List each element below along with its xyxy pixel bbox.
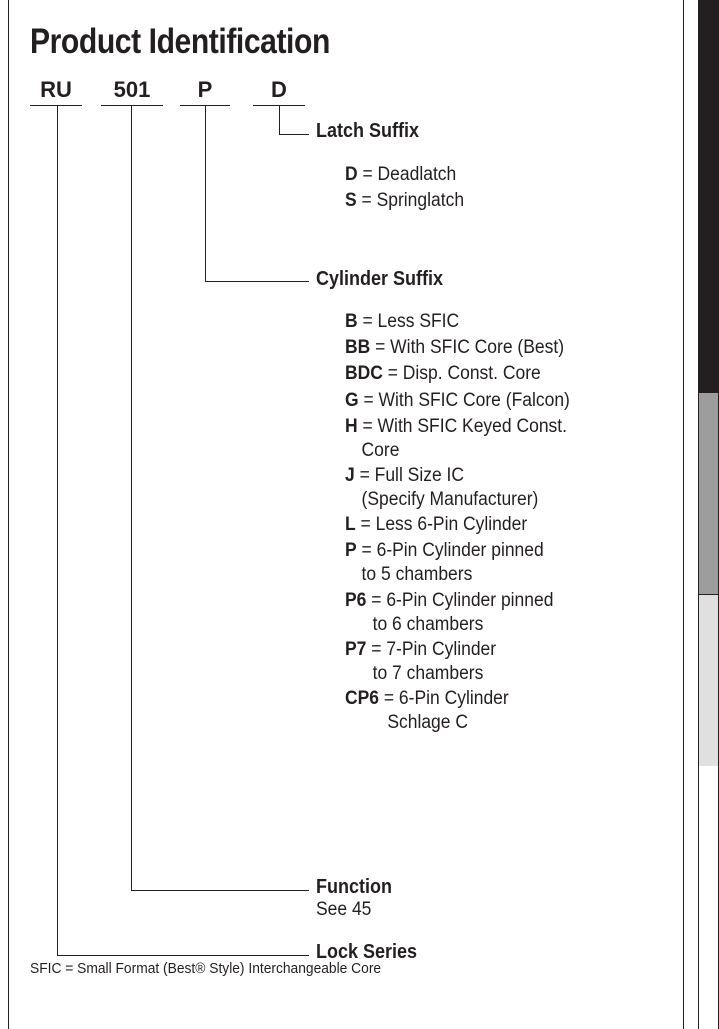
- cylinder-option-bdc: BDC = Disp. Const. Core: [345, 363, 541, 385]
- page-frame: [8, 0, 684, 1029]
- cylinder-option-desc-continued: Core: [361, 439, 400, 461]
- cylinder-option-code: P6: [345, 589, 367, 611]
- function-note: See 45: [316, 899, 372, 920]
- cylinder-connector-horizontal: [205, 281, 309, 282]
- cylinder-option-code: BB: [345, 337, 371, 359]
- code-latch-underline: [253, 105, 305, 106]
- function-connector-horizontal: [131, 890, 309, 891]
- cylinder-option-code: J: [345, 465, 355, 486]
- cylinder-option-desc: 7-Pin Cylinder: [386, 638, 497, 660]
- cylinder-option-desc-continued: to 5 chambers: [361, 564, 473, 586]
- side-band-light: [698, 594, 719, 768]
- page-title: Product Identification: [30, 22, 330, 61]
- cylinder-option-desc-continued: Schlage C: [387, 712, 468, 733]
- cylinder-option-desc: With SFIC Core (Falcon): [378, 389, 570, 411]
- footnote: SFIC = Small Format (Best® Style) Interc…: [30, 960, 382, 977]
- cylinder-option-desc: 6-Pin Cylinder pinned: [376, 540, 544, 562]
- cylinder-option-g: G = With SFIC Core (Falcon): [345, 389, 570, 411]
- cylinder-option-code: BDC: [345, 363, 383, 385]
- function-connector-vertical: [131, 106, 132, 891]
- code-series-underline: [30, 105, 82, 106]
- cylinder-option-code: P7: [345, 638, 367, 660]
- cylinder-option-code: CP6: [345, 688, 380, 709]
- latch-connector-horizontal: [279, 134, 309, 135]
- cylinder-option-b: B = Less SFIC: [345, 311, 460, 332]
- side-band-mid: [698, 392, 719, 596]
- cylinder-connector-vertical: [205, 106, 206, 281]
- side-tab-bar: [698, 0, 719, 1029]
- cylinder-option-desc-continued: to 7 chambers: [372, 662, 484, 684]
- cylinder-option-desc: Disp. Const. Core: [402, 363, 541, 385]
- cylinder-option-code: B: [345, 311, 358, 332]
- latch-connector-vertical: [279, 106, 280, 135]
- cylinder-option-desc-continued: to 6 chambers: [372, 613, 484, 635]
- latch-option-desc: Springlatch: [376, 190, 465, 211]
- cylinder-option-code: L: [345, 514, 356, 536]
- side-band-dark: [698, 0, 719, 394]
- cylinder-option-l: L = Less 6-Pin Cylinder: [345, 514, 528, 536]
- cylinder-option-desc-continued: (Specify Manufacturer): [361, 489, 539, 510]
- cylinder-option-h: H = With SFIC Keyed Const.Core: [345, 415, 567, 461]
- latch-option-d: D = Deadlatch: [345, 164, 457, 185]
- code-function: 501: [113, 77, 151, 102]
- latch-option-s: S = Springlatch: [345, 190, 465, 211]
- series-connector-horizontal: [57, 955, 309, 956]
- side-band-white: [698, 766, 719, 1029]
- lock-series-heading: Lock Series: [316, 941, 418, 963]
- code-cylinder-underline: [180, 105, 230, 106]
- cylinder-option-code: G: [345, 389, 359, 411]
- cylinder-option-j: J = Full Size IC(Specify Manufacturer): [345, 465, 539, 510]
- cylinder-option-desc: Less 6-Pin Cylinder: [375, 514, 528, 536]
- code-function-underline: [101, 105, 163, 106]
- latch-suffix-heading: Latch Suffix: [316, 120, 420, 142]
- cylinder-option-desc: 6-Pin Cylinder: [398, 688, 509, 709]
- latch-option-code: D: [345, 164, 358, 185]
- cylinder-option-desc: With SFIC Keyed Const.: [377, 415, 567, 437]
- series-connector-vertical: [57, 106, 58, 956]
- cylinder-option-desc: 6-Pin Cylinder pinned: [386, 589, 554, 611]
- latch-option-code: S: [345, 190, 357, 211]
- cylinder-option-desc: Less SFIC: [377, 311, 460, 332]
- cylinder-option-desc: Full Size IC: [374, 465, 465, 486]
- cylinder-option-desc: With SFIC Core (Best): [390, 337, 565, 359]
- cylinder-option-code: P: [345, 540, 357, 562]
- cylinder-suffix-heading: Cylinder Suffix: [316, 268, 444, 290]
- cylinder-option-code: H: [345, 415, 358, 437]
- cylinder-option-bb: BB = With SFIC Core (Best): [345, 337, 565, 359]
- function-heading: Function: [316, 876, 392, 898]
- code-latch: D: [271, 77, 287, 102]
- latch-option-desc: Deadlatch: [377, 164, 457, 185]
- code-series: RU: [40, 77, 72, 102]
- code-cylinder: P: [197, 77, 213, 102]
